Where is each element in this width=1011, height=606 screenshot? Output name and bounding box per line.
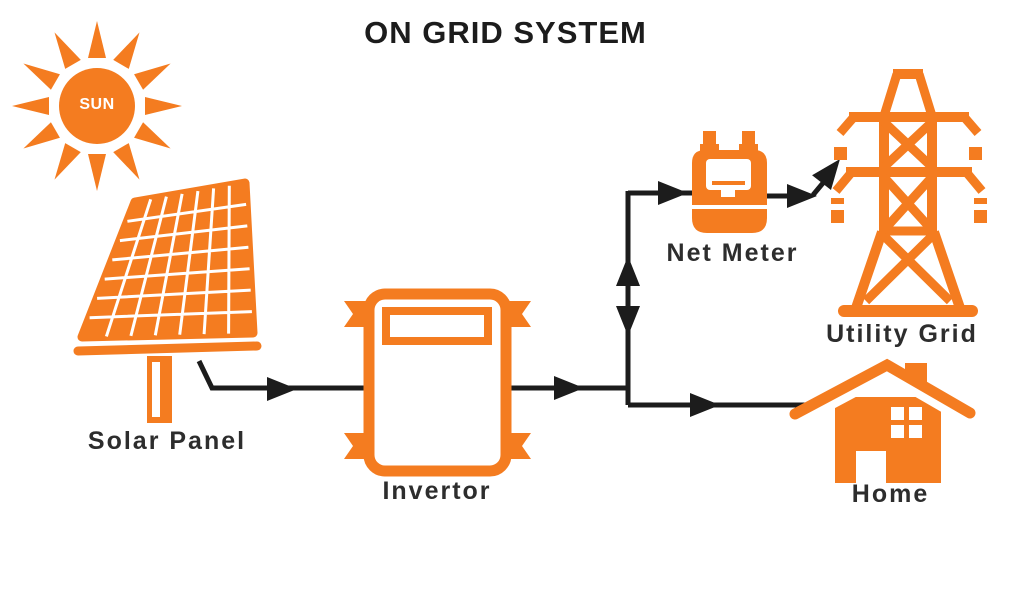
meter-body-bottom (692, 209, 767, 233)
sun-core (59, 68, 135, 144)
net-meter-icon (692, 131, 767, 233)
inverter-display (382, 307, 492, 345)
mount-bracket (344, 301, 369, 327)
mount-bracket (506, 433, 531, 459)
window (891, 407, 922, 438)
arrowheads (267, 159, 840, 417)
door (856, 451, 886, 483)
mount-bracket (506, 301, 531, 327)
sun-label: SUN (79, 96, 115, 113)
page-title: ON GRID SYSTEM (364, 15, 647, 50)
sun-icon (12, 21, 182, 191)
roof (789, 358, 976, 420)
inverter-icon (344, 288, 531, 477)
house-body (835, 397, 941, 483)
panel-grid-lines (89, 185, 252, 337)
solar-panel-label: Solar Panel (87, 427, 247, 455)
sun-rays (12, 21, 182, 191)
home-icon (789, 358, 976, 483)
home-label: Home (851, 480, 930, 508)
inverter-label: Invertor (382, 477, 492, 505)
meter-display (706, 159, 751, 190)
utility-grid-label: Utility Grid (826, 320, 978, 348)
solar-panel-icon (73, 178, 262, 423)
mount-bracket (344, 433, 369, 459)
net-meter-label: Net Meter (666, 239, 799, 267)
utility-grid-icon (831, 69, 987, 317)
arrow-solar-to-inverter (196, 359, 369, 391)
flow-arrows (196, 159, 840, 417)
